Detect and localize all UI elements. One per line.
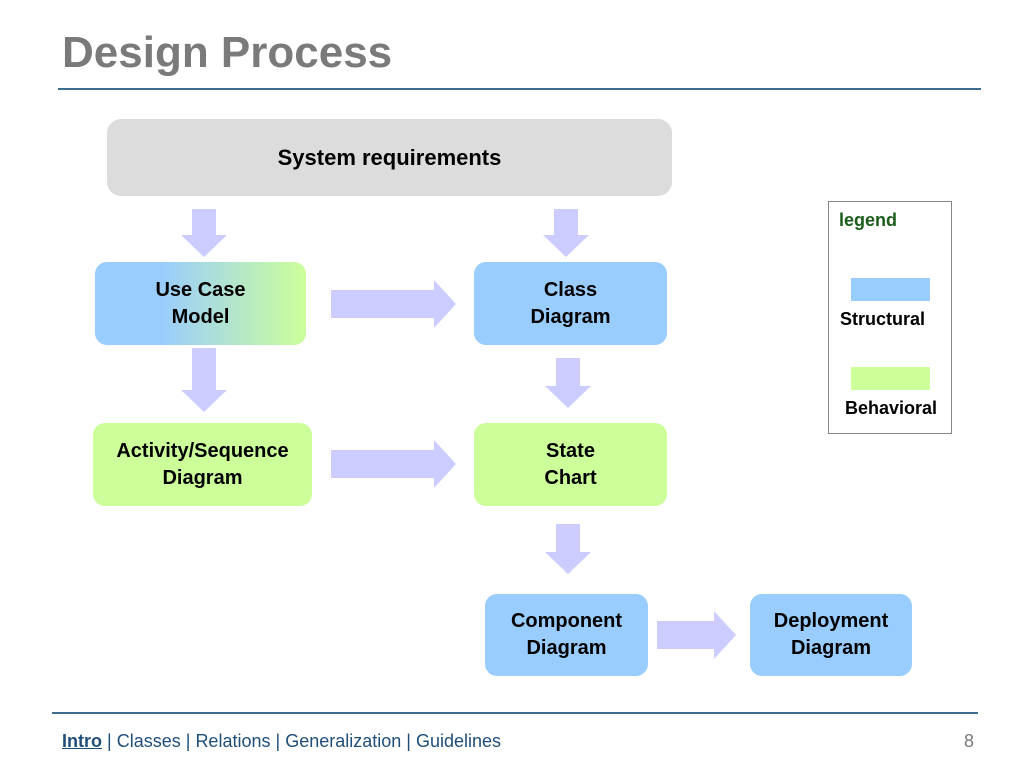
page-number: 8 — [963, 731, 974, 751]
arrow-activity-to-state — [331, 440, 456, 488]
system-requirements-box: System requirements — [107, 119, 672, 196]
arrow-requirements-to-class — [543, 209, 589, 257]
legend-title: legend — [839, 210, 898, 230]
class-diagram-box: Class Diagram — [474, 262, 667, 345]
nav-link-intro[interactable]: Intro — [62, 731, 102, 751]
nav-link-generalization[interactable]: Generalization — [285, 731, 402, 751]
arrow-use-case-to-activity — [181, 348, 227, 412]
legend-label-structural: Structural — [840, 309, 926, 329]
arrow-component-to-deployment — [657, 611, 736, 659]
use-case-model-box: Use Case Model — [95, 262, 306, 345]
nav-link-guidelines[interactable]: Guidelines — [415, 731, 502, 751]
nav-separator: | — [107, 731, 117, 751]
deployment-diagram-box: Deployment Diagram — [750, 594, 912, 676]
legend-swatch-behavioral — [851, 367, 930, 390]
activity-sequence-diagram-box: Activity/Sequence Diagram — [93, 423, 312, 506]
legend: legend Structural Behavioral — [828, 201, 952, 434]
footer-divider — [52, 712, 978, 714]
slide-title: Design Process — [62, 28, 393, 77]
nav-separator: | — [406, 731, 416, 751]
nav-separator: | — [275, 731, 286, 751]
title-divider — [58, 88, 981, 90]
arrow-state-to-component — [545, 524, 591, 574]
arrow-use-case-to-class — [331, 280, 456, 328]
arrow-class-to-state — [545, 358, 591, 408]
state-chart-box: State Chart — [474, 423, 667, 506]
component-diagram-box: Component Diagram — [485, 594, 648, 676]
nav-separator: | — [185, 731, 196, 751]
arrow-requirements-to-use-case — [181, 209, 227, 257]
nav-link-classes[interactable]: Classes — [116, 731, 181, 751]
footer-nav: Intro | Classes | Relations | Generaliza… — [62, 731, 501, 752]
nav-link-relations[interactable]: Relations — [195, 731, 271, 751]
legend-label-behavioral: Behavioral — [845, 398, 938, 418]
legend-swatch-structural — [851, 278, 930, 301]
